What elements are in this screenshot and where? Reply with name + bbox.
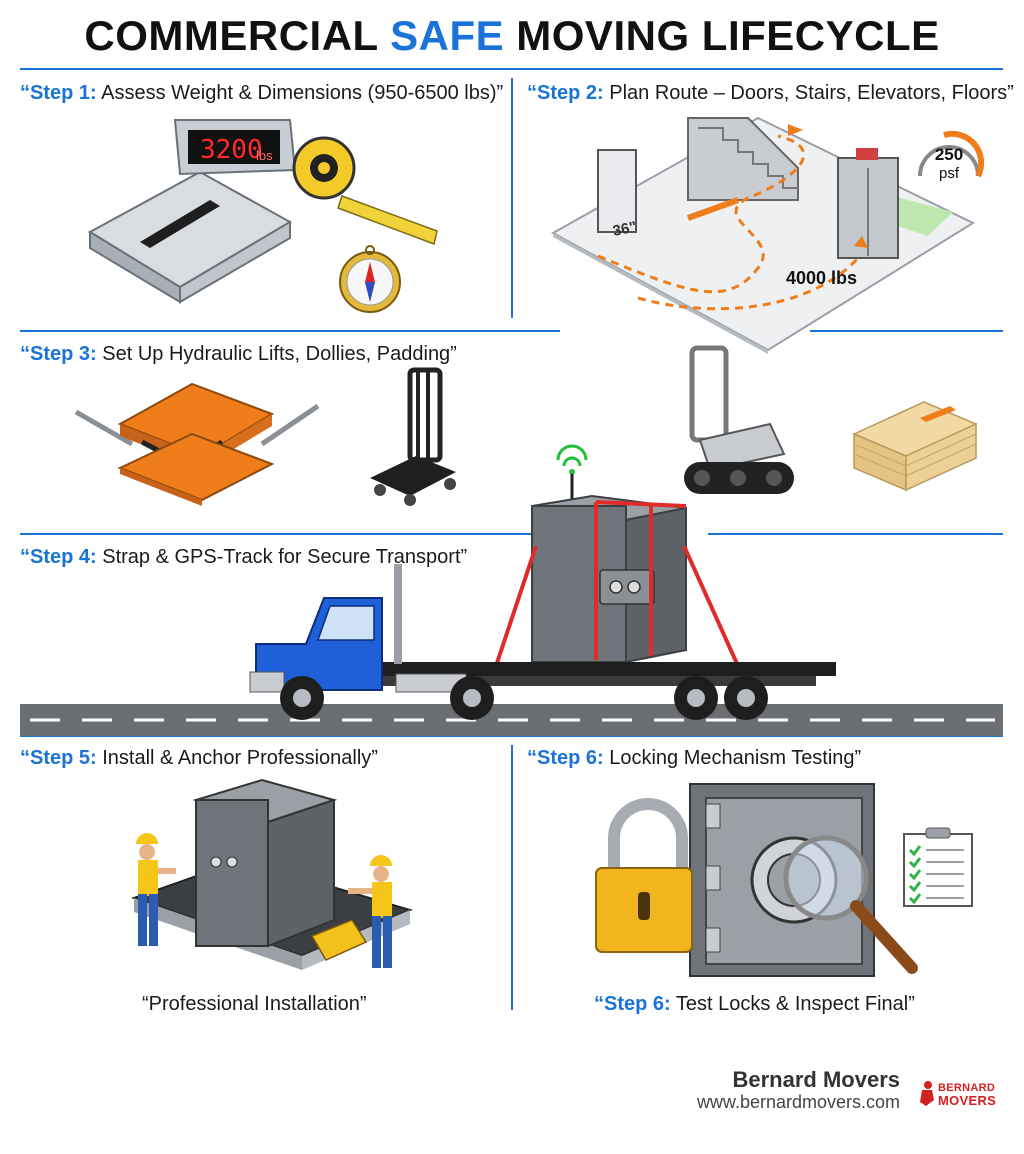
locking-test-illustration [595,783,918,977]
gauge-icon: 250 psf [918,130,985,182]
brand-url[interactable]: www.bernardmovers.com [696,1092,900,1112]
door-width-label: 36" [611,218,638,240]
road [20,704,1003,736]
step-1-label: “Step 1: Assess Weight & Dimensions (950… [20,82,504,104]
route-path [597,134,806,294]
installation-illustration [130,778,413,970]
scissor-lift-icon [74,382,320,506]
compass-icon [339,245,401,313]
divider-row2-left [20,330,560,332]
worker-icon [348,855,392,968]
padlock-icon [595,798,693,953]
page-title: COMMERCIAL SAFE MOVING LIFECYCLE [84,12,940,59]
checklist-icon [903,827,973,907]
door-icon [597,149,637,233]
divider-row2-right [810,330,1003,332]
step-2-label: “Step 2: Plan Route – Doors, Stairs, Ele… [527,82,1014,104]
divider-top [20,68,1003,70]
floor-load-unit: psf [939,165,960,182]
divider-row3-right [708,533,1003,535]
step-4-label: “Step 4: Strap & GPS-Track for Secure Tr… [20,546,468,568]
dolly-icon [370,367,456,506]
worker-icon [136,833,176,946]
safe-icon [531,494,687,664]
mover-icon [920,1081,934,1106]
flatbed-truck-icon [249,444,836,720]
tape-measure-icon [292,136,438,246]
divider-row4 [20,735,1003,737]
stair-climber-icon [684,345,794,494]
brand-name: Bernard Movers [732,1067,900,1092]
safe-icon [192,778,338,948]
padding-icon [852,401,978,492]
magnifier-icon [783,835,918,974]
divider-step5-6 [511,745,513,1010]
brand-logo: BERNARD MOVERS [916,1080,1008,1110]
scale-reading: 3200 [200,135,263,165]
strap-icon [494,500,740,667]
step-5-label: “Step 5: Install & Anchor Professionally… [20,747,378,769]
scale-icon: 3200 lbs [88,119,297,304]
elevator-icon [837,148,899,259]
step-3-label: “Step 3: Set Up Hydraulic Lifts, Dollies… [20,343,457,365]
scale-unit: lbs [256,148,273,163]
divider-row3-left [20,533,540,535]
final-inspection-caption: “Step 6: Test Locks & Inspect Final” [594,993,915,1015]
elevator-capacity-label: 4000 lbs [786,268,857,288]
installation-caption: “Professional Installation” [142,993,367,1015]
gps-signal-icon [556,444,588,502]
step-6-label: “Step 6: Locking Mechanism Testing” [527,747,862,769]
divider-step1-2 [511,78,513,318]
floor-load-value: 250 [935,145,963,164]
floor-plan-icon: 36" 4000 lbs [550,116,976,354]
stairs-icon [687,117,799,201]
